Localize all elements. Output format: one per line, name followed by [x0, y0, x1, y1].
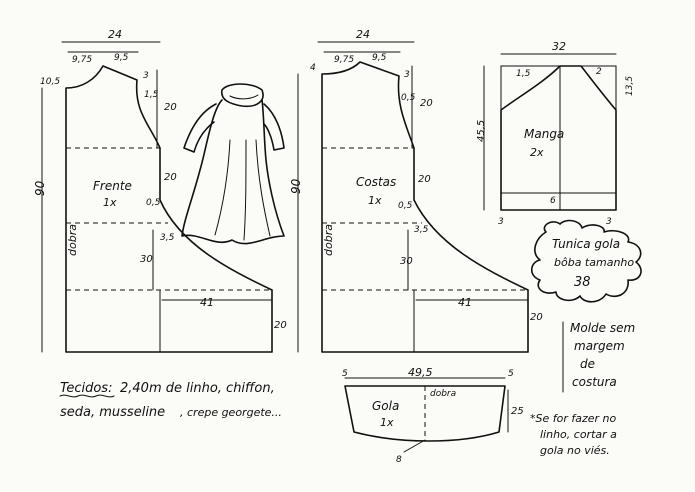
seam-note: Molde sem margem de costura	[562, 321, 635, 393]
bias-note: *Se for fazer no linho, cortar a gola no…	[530, 412, 617, 457]
front-name-label: Frente	[93, 179, 132, 193]
collar-name-label: Gola	[372, 399, 399, 413]
back-armhole-depth-label: 0,5	[401, 93, 416, 103]
sleeve-piece: 32 1,5 2 13,5 45,5 6 3 3 Manga 2x	[476, 40, 635, 227]
sketch-body	[181, 99, 285, 245]
back-total-len-label: 90	[289, 178, 303, 194]
back-side-offset-label: 0,5	[398, 201, 413, 211]
collar-width-label: 49,5	[408, 366, 433, 379]
title-cloud-outline	[530, 219, 642, 303]
back-lower-len-label: 30	[400, 256, 413, 267]
back-name-label: Costas	[356, 175, 396, 189]
fabric-note-underline	[59, 394, 115, 398]
back-outline	[321, 61, 529, 353]
front-neck-drop-label: 10,5	[40, 77, 60, 87]
collar-end-right-label: 5	[508, 369, 514, 379]
bias-note-line1: *Se for fazer no	[530, 412, 617, 425]
title-cloud: Tunica gola bôba tamanho 38	[530, 219, 642, 303]
fabric-note: Tecidos: 2,40m de linho, chiffon, seda, …	[59, 381, 282, 420]
front-hem-len-label: 20	[274, 320, 287, 331]
collar-curve-arrow	[403, 439, 426, 453]
front-lower-len-label: 30	[140, 254, 153, 265]
front-side-curve-label: 3,5	[160, 233, 175, 243]
sleeve-cap-height-label: 13,5	[625, 76, 635, 96]
front-shoulder-drop-label: 3	[143, 71, 149, 81]
front-side-offset-label: 0,5	[146, 198, 161, 208]
sketch-collar-fold	[229, 94, 259, 100]
sleeve-name-label: Manga	[524, 127, 564, 141]
title-line2: bôba tamanho	[554, 256, 634, 269]
back-neck-w1-label: 9,75	[334, 55, 354, 65]
front-outline	[65, 65, 273, 353]
sleeve-frame	[500, 65, 617, 111]
sketch-drape	[214, 139, 271, 241]
collar-outline	[344, 385, 506, 442]
sleeve-cap-left-label: 1,5	[516, 69, 531, 79]
seam-note-line3: de	[580, 357, 595, 371]
sleeve-corner-left-label: 3	[498, 217, 504, 227]
front-width-label: 24	[108, 28, 122, 41]
seam-note-line1: Molde sem	[570, 321, 635, 335]
sleeve-width-label: 32	[552, 40, 566, 53]
front-neck-w2-label: 9,5	[114, 53, 129, 63]
back-neck-drop-label: 4	[310, 63, 316, 73]
seam-note-line4: costura	[572, 375, 617, 389]
back-armhole-len-label: 20	[420, 98, 433, 109]
back-hem-width-label: 41	[458, 296, 472, 309]
front-hip-len-label: 20	[164, 172, 177, 183]
collar-fold-label: dobra	[430, 389, 456, 399]
back-qty-label: 1x	[368, 194, 382, 207]
front-total-len-label: 90	[33, 180, 47, 196]
fabric-note-label: Tecidos:	[60, 381, 112, 396]
fabric-note-line2: seda, musseline	[60, 405, 165, 420]
fabric-note-line3: , crepe georgete...	[180, 406, 282, 419]
back-fold-label: dobra	[322, 224, 335, 256]
sketch-right-sleeve	[263, 103, 285, 151]
front-armhole-len-label: 20	[164, 102, 177, 113]
front-piece: 24 9,75 9,5 10,5 3 1,5 20 20 0,5 3,5 30 …	[33, 28, 287, 353]
back-side-curve-label: 3,5	[414, 225, 429, 235]
front-qty-label: 1x	[103, 196, 117, 209]
sketch-collar	[220, 83, 264, 108]
back-hem-len-label: 20	[530, 312, 543, 323]
back-neck-w2-label: 9,5	[372, 53, 387, 63]
collar-piece: 49,5 dobra 5 5 25 8 Gola 1x	[342, 366, 524, 465]
title-line1: Tunica gola	[552, 237, 620, 251]
title-size: 38	[574, 275, 591, 290]
sleeve-length-label: 45,5	[476, 120, 487, 142]
collar-height-label: 25	[511, 406, 524, 417]
sleeve-qty-label: 2x	[530, 146, 544, 159]
front-armhole-depth-label: 1,5	[144, 90, 159, 100]
front-fold-label: dobra	[66, 224, 79, 256]
front-hem-width-label: 41	[200, 296, 214, 309]
collar-end-left-label: 5	[342, 369, 348, 379]
fabric-note-line1: 2,40m de linho, chiffon,	[120, 381, 275, 396]
sleeve-corner-right-label: 3	[606, 217, 612, 227]
back-hip-len-label: 20	[418, 174, 431, 185]
bias-note-line3: gola no viés.	[540, 444, 610, 457]
back-width-label: 24	[356, 28, 370, 41]
sketch-left-sleeve	[183, 103, 217, 153]
back-piece: 24 4 9,75 9,5 3 0,5 20 20 0,5 3,5 30 41 …	[289, 28, 543, 353]
tunic-sketch	[181, 83, 285, 245]
collar-qty-label: 1x	[380, 416, 394, 429]
back-shoulder-drop-label: 3	[404, 70, 410, 80]
front-neck-w1-label: 9,75	[72, 55, 92, 65]
sleeve-cuff-label: 6	[550, 196, 556, 206]
bias-note-line2: linho, cortar a	[540, 428, 617, 441]
collar-curve-label: 8	[396, 455, 402, 465]
sleeve-cap-right-label: 2	[596, 67, 602, 77]
seam-note-line2: margem	[574, 339, 625, 353]
